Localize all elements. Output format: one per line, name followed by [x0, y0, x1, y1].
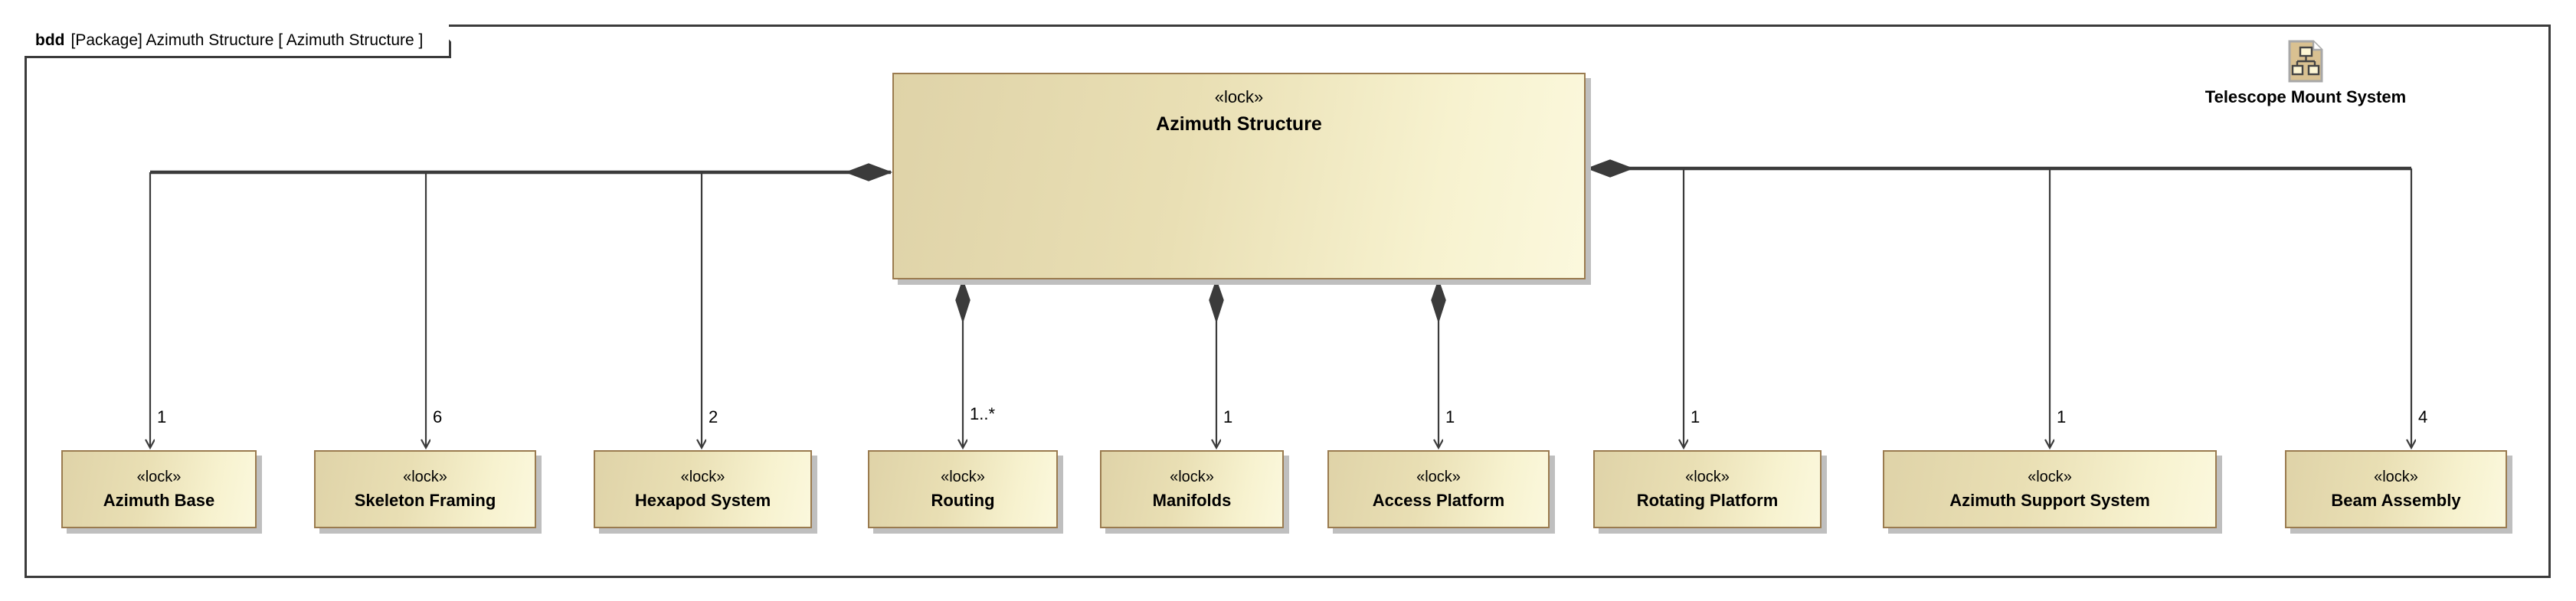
block-routing[interactable]: «lock» Routing [868, 450, 1058, 528]
block-name: Rotating Platform [1636, 490, 1779, 510]
model-element-label: Telescope Mount System [2204, 87, 2407, 106]
multiplicity-routing: 1..* [970, 404, 996, 423]
multiplicity-access-platform: 1 [1445, 407, 1455, 426]
multiplicity-hexapod-system: 2 [709, 407, 718, 426]
block-name: Access Platform [1372, 490, 1505, 510]
package-diagram-icon [2288, 40, 2323, 83]
block-beam-assembly[interactable]: «lock» Beam Assembly [2285, 450, 2507, 528]
block-stereotype: «lock» [136, 468, 182, 485]
multiplicity-azimuth-support-system: 1 [2057, 407, 2067, 426]
block-name: Azimuth Support System [1949, 490, 2150, 510]
model-element-telescope-mount-system[interactable]: Telescope Mount System [2191, 40, 2421, 107]
block-rotating-platform[interactable]: «lock» Rotating Platform [1593, 450, 1822, 528]
block-name: Azimuth Base [103, 490, 215, 510]
multiplicity-rotating-platform: 1 [1691, 407, 1700, 426]
block-name: Routing [931, 490, 995, 510]
block-skeleton-framing[interactable]: «lock» Skeleton Framing [314, 450, 536, 528]
block-stereotype: «lock» [403, 468, 447, 485]
frame-header-tab: bdd [Package] Azimuth Structure [ Azimut… [25, 24, 451, 58]
block-name: Hexapod System [634, 490, 771, 510]
block-name: Beam Assembly [2331, 490, 2461, 510]
multiplicity-beam-assembly: 4 [2418, 407, 2428, 426]
block-stereotype: «lock» [2374, 468, 2418, 485]
block-stereotype: «lock» [680, 468, 725, 485]
multiplicity-manifolds: 1 [1223, 407, 1233, 426]
block-hexapod-system[interactable]: «lock» Hexapod System [594, 450, 812, 528]
block-azimuth-base[interactable]: «lock» Azimuth Base [61, 450, 257, 528]
block-stereotype: «lock» [1685, 468, 1730, 485]
block-stereotype: «lock» [2028, 468, 2072, 485]
block-name: Manifolds [1152, 490, 1232, 510]
block-access-platform[interactable]: «lock» Access Platform [1327, 450, 1550, 528]
block-azimuth-support-system[interactable]: «lock» Azimuth Support System [1883, 450, 2217, 528]
block-name: Azimuth Structure [1156, 113, 1322, 136]
multiplicity-azimuth-base: 1 [157, 407, 167, 426]
block-stereotype: «lock» [1214, 87, 1264, 106]
diagram-kind-label: bdd [35, 31, 65, 49]
block-name: Skeleton Framing [354, 490, 496, 510]
block-azimuth-structure[interactable]: «lock» Azimuth Structure [892, 73, 1586, 279]
block-manifolds[interactable]: «lock» Manifolds [1100, 450, 1284, 528]
block-stereotype: «lock» [941, 468, 985, 485]
block-stereotype: «lock» [1416, 468, 1461, 485]
diagram-title-label: [Package] Azimuth Structure [ Azimuth St… [70, 31, 424, 49]
multiplicity-skeleton-framing: 6 [433, 407, 443, 426]
block-stereotype: «lock» [1170, 468, 1214, 485]
